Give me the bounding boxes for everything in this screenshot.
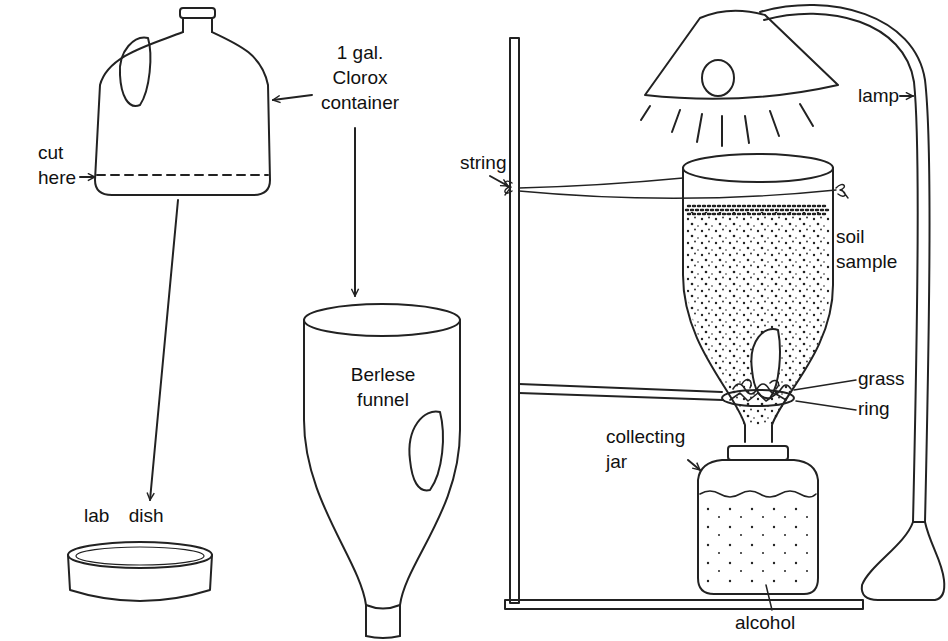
support-ring — [722, 390, 794, 406]
jar-lid — [728, 446, 788, 460]
node-outline — [304, 304, 460, 638]
collecting-jar — [698, 446, 818, 594]
funnel-rim — [304, 304, 460, 336]
clorox-bottle — [95, 8, 270, 195]
bottle-cap — [180, 8, 215, 18]
lamp-shade — [645, 11, 838, 99]
string — [519, 178, 836, 198]
stand-post — [510, 38, 519, 603]
soil-surface — [686, 206, 830, 214]
part-label: lamp — [858, 83, 899, 108]
leader-line — [766, 585, 772, 610]
part-label: alcohol — [735, 610, 795, 635]
bottle-neck — [183, 18, 212, 32]
funnel-handle — [751, 329, 780, 398]
lamp — [641, 5, 944, 600]
part-label: collecting jar — [606, 424, 694, 474]
berlese-funnel-setup — [505, 154, 848, 442]
dish-body — [68, 555, 212, 601]
specimens — [702, 500, 814, 588]
ring-stand — [505, 38, 863, 609]
soil-sample — [686, 212, 830, 425]
leader-arrow — [273, 95, 312, 100]
jar-body — [698, 460, 818, 594]
funnel-handle — [409, 411, 443, 490]
lamp-base — [862, 522, 945, 600]
stand-base — [505, 600, 863, 609]
cut-line — [97, 174, 268, 176]
leader-arrow — [688, 460, 700, 470]
lab-dish — [68, 542, 212, 601]
leader-line — [796, 401, 856, 410]
node-outline — [300, 300, 465, 638]
funnel-shape: Berlese funnel — [300, 300, 465, 638]
ring-rod — [519, 384, 723, 400]
dish-inner-rim — [76, 547, 204, 565]
bottle-handle — [120, 38, 151, 106]
part-label: ring — [858, 396, 890, 421]
leader-arrow — [354, 128, 356, 296]
alcohol-surface — [700, 491, 816, 497]
leader-arrow — [80, 176, 95, 178]
leader-arrow — [490, 176, 508, 186]
leader-arrow — [150, 200, 178, 500]
part-label: string — [460, 150, 506, 175]
node-text: Berlese funnel — [338, 362, 428, 412]
bottle-body — [95, 32, 270, 195]
funnel-neck — [366, 605, 400, 638]
funnel-rim — [683, 154, 833, 182]
part-label: grass — [858, 366, 904, 391]
part-label: soil sample — [836, 224, 898, 274]
light-rays — [641, 104, 813, 146]
leader-line — [794, 380, 856, 390]
part-label: cut here — [38, 140, 93, 190]
part-label: lab dish — [84, 503, 164, 528]
leader-arrow — [900, 95, 913, 97]
dish-rim — [68, 542, 212, 568]
part-label: 1 gal. Clorox container — [310, 40, 410, 115]
funnel-side — [683, 168, 745, 442]
lamp-bulb — [702, 60, 734, 96]
string-knot — [505, 181, 848, 198]
funnel-side — [772, 168, 833, 442]
